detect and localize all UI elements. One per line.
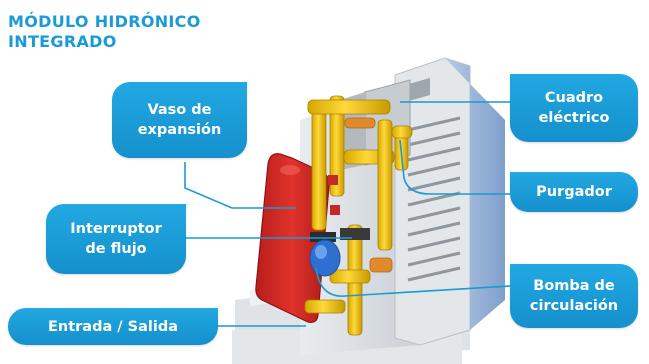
flexible-hoses [344, 117, 393, 273]
cuadro-line-1: Cuadro [544, 90, 604, 106]
pipe-markers [328, 175, 340, 215]
purgador-line-1: Purgador [536, 184, 612, 200]
title-line-1: MÓDULO HIDRÓNICO [8, 12, 201, 31]
unit-housing [394, 57, 505, 346]
louvre-grille [407, 116, 461, 282]
vaso-line-1: Vaso de [147, 102, 212, 118]
callout-bomba-circulacion: Bomba de circulación [510, 264, 638, 328]
interruptor-line-1: Interruptor [70, 221, 162, 237]
cuadro-line-2: eléctrico [538, 110, 610, 126]
yellow-pipework [304, 95, 413, 336]
callout-purgador: Purgador [510, 172, 638, 212]
callout-vaso-expansion: Vaso de expansión [112, 82, 247, 158]
interruptor-line-2: de flujo [85, 241, 147, 257]
bomba-line-2: circulación [529, 298, 619, 314]
leader-lines [184, 101, 511, 327]
page-title: MÓDULO HIDRÓNICO INTEGRADO [8, 12, 201, 52]
bomba-line-1: Bomba de [533, 278, 615, 294]
entrada-line-1: Entrada / Salida [48, 318, 178, 335]
vaso-line-2: expansión [137, 122, 222, 138]
callout-cuadro-electrico: Cuadro eléctrico [510, 74, 638, 142]
callout-entrada-salida: Entrada / Salida [8, 308, 218, 345]
callout-interruptor-flujo: Interruptor de flujo [46, 204, 186, 274]
circulation-pump [309, 239, 341, 277]
title-line-2: INTEGRADO [8, 32, 117, 51]
flow-switch [310, 228, 370, 242]
